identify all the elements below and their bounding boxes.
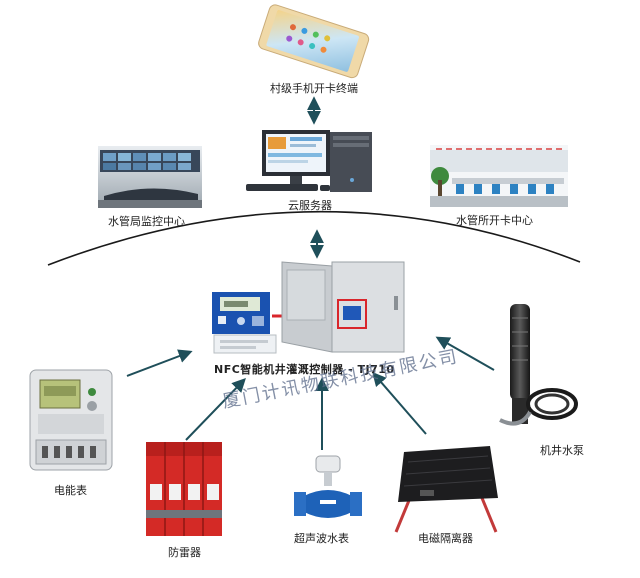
label-card-center: 水管所开卡中心 <box>456 214 533 227</box>
label-controller: NFC智能机井灌溉控制器 - TJ710 <box>214 363 395 376</box>
controller-device-icon <box>212 292 277 354</box>
label-monitor-center: 水管局监控中心 <box>108 215 185 228</box>
label-flowmeter: 超声波水表 <box>294 532 349 545</box>
smartphone-icon <box>258 4 370 79</box>
monitor-room-icon <box>98 146 202 208</box>
label-server: 云服务器 <box>288 199 332 212</box>
network-arc <box>47 210 581 266</box>
cabinet-icon <box>281 261 405 353</box>
office-room-icon <box>430 135 568 207</box>
label-isolator: 电磁隔离器 <box>418 532 473 545</box>
arrow-isolator <box>372 371 427 435</box>
label-phone: 村级手机开卡终端 <box>270 82 358 95</box>
arrow-pump <box>435 336 495 371</box>
surge-arrester-icon <box>146 442 222 536</box>
energy-meter-icon <box>29 369 113 471</box>
label-meter: 电能表 <box>54 484 87 497</box>
desktop-server-icon <box>246 130 372 192</box>
arrow-arrester <box>185 377 246 441</box>
label-pump: 机井水泵 <box>540 444 584 457</box>
pump-icon <box>499 304 578 426</box>
label-arrester: 防雷器 <box>168 546 201 559</box>
isolator-icon <box>394 446 498 533</box>
arrow-meter <box>126 349 193 377</box>
flowmeter-icon <box>294 455 362 518</box>
